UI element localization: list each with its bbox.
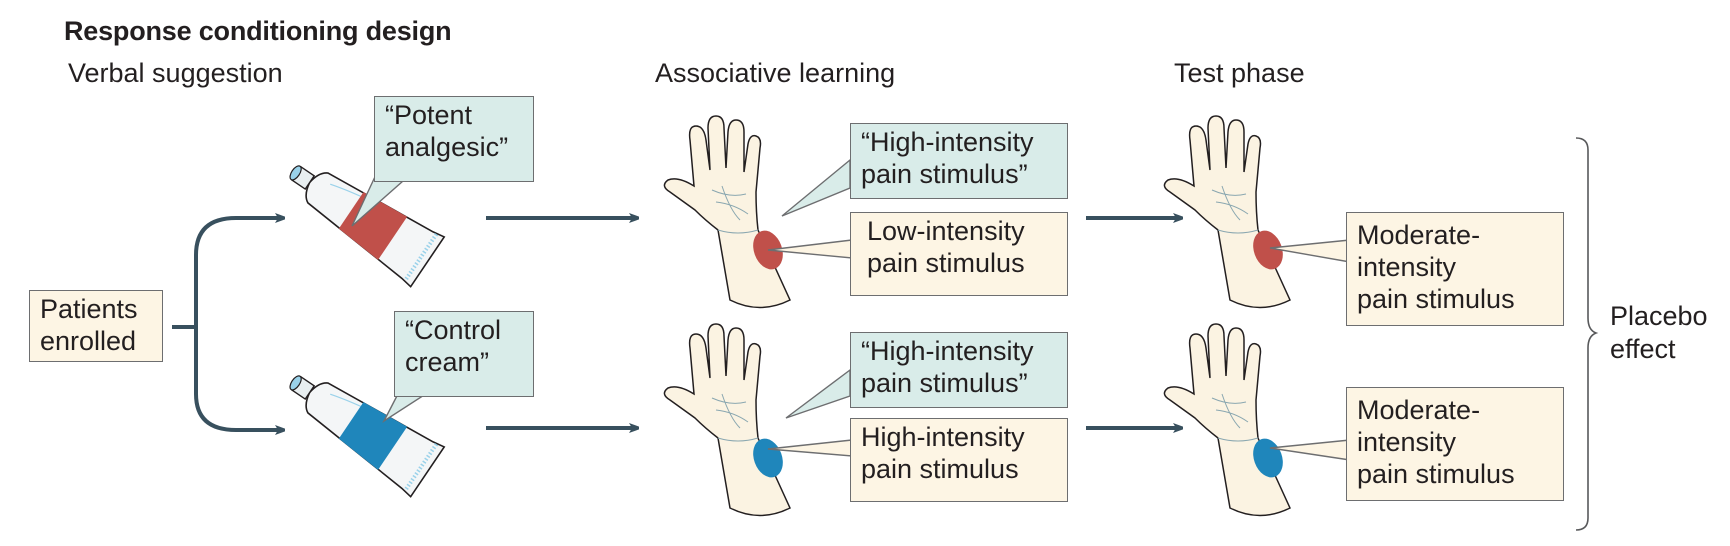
tube-icon-placebo: [273, 143, 447, 289]
figure-title: Response conditioning design: [64, 16, 452, 46]
box-line: High-intensity: [861, 422, 1025, 452]
test-box-bottom: Moderate- intensity pain stimulus: [1346, 387, 1564, 501]
box-line: Moderate-: [1357, 395, 1481, 425]
box-line: Low-intensity: [867, 216, 1025, 246]
brace: [1575, 137, 1599, 531]
phase-label-test: Test phase: [1174, 58, 1305, 88]
box-line: pain stimulus: [861, 454, 1019, 484]
box-line: analgesic”: [385, 132, 509, 162]
box-line: intensity: [1357, 427, 1457, 457]
phase-label-associative: Associative learning: [655, 58, 896, 88]
box-line: cream”: [405, 347, 490, 377]
box-line: pain stimulus: [1357, 459, 1515, 489]
box-line: pain stimulus: [1357, 284, 1515, 314]
box-line: pain stimulus: [867, 248, 1025, 278]
box-line: “High-intensity: [861, 336, 1034, 366]
tube-icon-control: [273, 353, 447, 499]
hand-icon-test-bottom: [1163, 323, 1291, 517]
applied-box-bottom: High-intensity pain stimulus: [850, 418, 1068, 502]
told-box-top: “High-intensity pain stimulus”: [850, 123, 1068, 199]
pain-spot-red: [1253, 230, 1283, 270]
branch-arrow-bottom: [194, 327, 282, 430]
branch-arrow-top: [194, 218, 282, 327]
test-box-top: Moderate- intensity pain stimulus: [1346, 212, 1564, 326]
box-line: pain stimulus”: [861, 159, 1028, 189]
callout-tail-told-bottom: [785, 368, 851, 419]
phase-label-verbal: Verbal suggestion: [68, 58, 283, 88]
outcome-line: effect: [1610, 334, 1676, 364]
told-box-bottom: “High-intensity pain stimulus”: [850, 332, 1068, 408]
suggestion-box-placebo: “Potent analgesic”: [374, 96, 534, 182]
placebo-effect-label: Placebo effect: [1610, 300, 1708, 366]
patients-enrolled-box: Patients enrolled: [29, 290, 163, 362]
box-line: Moderate-: [1357, 220, 1481, 250]
hand-icon-test-top: [1163, 115, 1291, 309]
box-line: “High-intensity: [861, 127, 1034, 157]
hand-icon-learning-bottom: [663, 323, 791, 517]
outcome-line: Placebo: [1610, 301, 1708, 331]
box-line: “Potent: [385, 100, 473, 130]
hand-icon-learning-top: [663, 115, 791, 309]
box-line: pain stimulus”: [861, 368, 1028, 398]
callout-tail-told-top: [781, 158, 851, 217]
box-line: intensity: [1357, 252, 1457, 282]
branch-arrows: [172, 218, 282, 430]
suggestion-box-control: “Control cream”: [394, 311, 534, 397]
box-line: Patients: [40, 294, 138, 324]
box-line: “Control: [405, 315, 502, 345]
applied-box-top: Low-intensity pain stimulus: [850, 212, 1068, 296]
box-line: enrolled: [40, 326, 137, 356]
